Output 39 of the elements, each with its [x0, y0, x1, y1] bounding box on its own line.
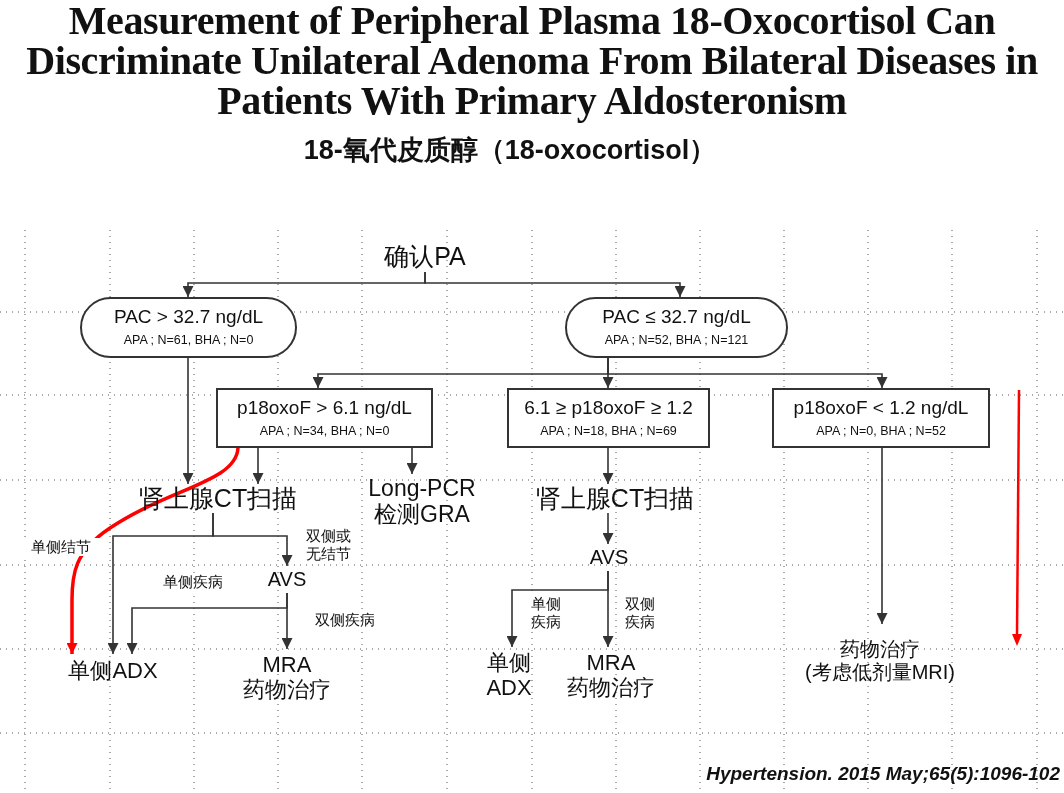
step-label: MRA 药物治疗: [556, 647, 666, 703]
condition-text: p18oxoF > 6.1 ng/dL: [237, 396, 412, 420]
arrow: [252, 447, 264, 485]
arrow: [182, 357, 194, 485]
step-label: MRA 药物治疗: [232, 649, 342, 705]
title: Measurement of Peripheral Plasma 18-Oxocortisol Can Discriminate Unilateral Adenoma From Bilateral Diseases in Patients With Primary Aldosteronism: [25, 1, 1039, 121]
arrow: [876, 447, 888, 625]
arrow: [602, 512, 614, 545]
decision-box: [507, 388, 710, 448]
count-text: APA ; N=18, BHA ; N=69: [540, 422, 677, 439]
step-label: AVS: [584, 544, 634, 571]
count-text: APA ; N=34, BHA ; N=0: [259, 422, 390, 439]
arrow: [602, 447, 614, 485]
arrow: [424, 271, 686, 298]
arrow: [281, 592, 293, 650]
condition-text: PAC > 32.7 ng/dL: [113, 306, 264, 330]
step-label: 药物治疗(考虑低剂量MRI): [770, 624, 990, 698]
edge-label: 单侧结节: [22, 538, 100, 556]
subtitle: 18-氧代皮质醇（18-oxocortisol）: [302, 134, 718, 167]
arrow: [66, 447, 240, 654]
condition-text: PAC ≤ 32.7 ng/dL: [602, 306, 751, 330]
arrow: [607, 357, 888, 389]
count-text: APA ; N=52, BHA ; N=121: [604, 332, 749, 349]
count-text: APA ; N=61, BHA ; N=0: [123, 332, 254, 349]
step-label: Long-PCR 检测GRA: [352, 474, 492, 528]
step-label: AVS: [262, 566, 312, 593]
arrow: [212, 512, 293, 567]
step-label: 单侧ADX: [478, 647, 540, 703]
decision-box: [216, 388, 433, 448]
arrow: [602, 570, 614, 648]
step-label: 肾上腺CT扫描: [525, 484, 705, 513]
step-label: 单侧ADX: [58, 654, 168, 688]
count-text: APA ; N=0, BHA ; N=52: [816, 422, 946, 439]
step-label: 确认PA: [378, 240, 472, 272]
decision-box: [772, 388, 990, 448]
citation: Hypertension. 2015 May;65(5):1096-102: [705, 763, 1060, 785]
condition-text: p18oxoF < 1.2 ng/dL: [793, 396, 969, 420]
condition-text: 6.1 ≥ p18oxoF ≥ 1.2: [524, 396, 693, 420]
arrow: [406, 447, 418, 475]
